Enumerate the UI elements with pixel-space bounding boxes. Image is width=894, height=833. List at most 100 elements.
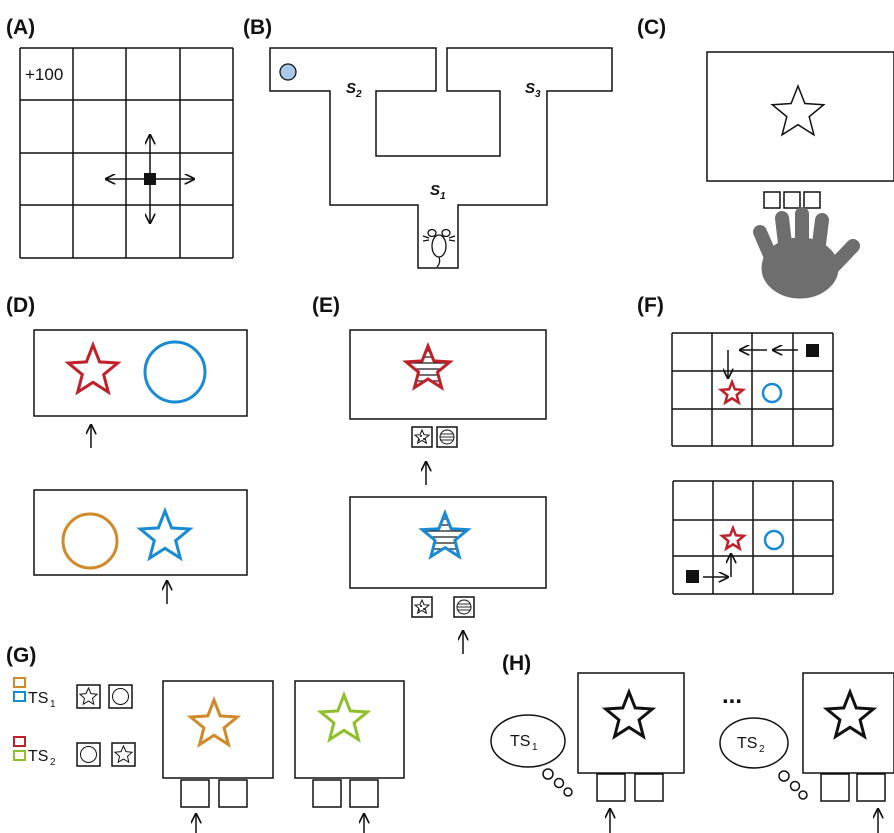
response-key-icon <box>856 773 886 802</box>
response-key-icon <box>820 773 850 802</box>
panel-g-label: (G) <box>6 644 36 667</box>
dotted-star-key-icon <box>411 596 433 618</box>
svg-text:TS: TS <box>28 690 48 707</box>
panel-e: (E) <box>312 294 547 654</box>
green-star-icon <box>316 690 372 743</box>
response-key-icon <box>218 779 248 808</box>
response-key-icon <box>349 779 379 808</box>
panel-c: (C) <box>637 16 894 299</box>
panel-c-label: (C) <box>637 16 666 39</box>
state-1-label: S 1 <box>430 182 446 202</box>
reward-label: +100 <box>25 65 63 84</box>
ts2-circle-key-icon <box>76 742 101 767</box>
orange-swatch-icon <box>13 677 26 688</box>
agent-square-icon <box>806 344 819 357</box>
thought-bubble-icon <box>490 714 573 797</box>
ts1-star-key-icon <box>76 684 101 709</box>
panel-d: (D) <box>6 294 248 604</box>
panel-e-label: (E) <box>312 294 340 317</box>
ellipsis-label: ... <box>722 682 742 709</box>
star-icon <box>770 83 826 137</box>
svg-text:1: 1 <box>50 699 56 710</box>
orange-star-icon <box>186 695 242 748</box>
svg-text:2: 2 <box>355 89 362 100</box>
red-striped-star-icon <box>402 341 454 391</box>
response-key-icon <box>634 773 664 802</box>
panel-a: (A) +100 <box>6 16 234 259</box>
orange-circle-icon <box>61 512 119 570</box>
agent-square-icon <box>144 173 156 185</box>
svg-text:1: 1 <box>532 742 538 753</box>
state-3-label: S 3 <box>525 80 541 100</box>
task-set-1-label: TS 1 <box>28 690 56 710</box>
svg-text:TS: TS <box>737 735 757 752</box>
path-arrows <box>703 554 731 577</box>
screen-frame <box>33 329 248 417</box>
agent-move-arrows <box>106 135 194 223</box>
panel-b-label: (B) <box>243 16 272 39</box>
screen-frame <box>577 672 685 774</box>
screen-frame <box>162 680 274 779</box>
svg-text:TS: TS <box>510 733 530 750</box>
gridworld-grid <box>19 47 234 259</box>
svg-text:2: 2 <box>50 757 56 768</box>
svg-text:TS: TS <box>28 748 48 765</box>
red-star-icon <box>717 378 747 406</box>
dotted-star-key-icon <box>411 426 433 448</box>
blue-swatch-icon <box>13 691 26 702</box>
svg-text:S: S <box>430 182 440 199</box>
svg-text:S: S <box>525 80 535 97</box>
black-star-icon <box>822 687 878 740</box>
red-star-icon <box>718 524 748 552</box>
red-star-icon <box>64 340 122 396</box>
svg-text:S: S <box>346 80 356 97</box>
black-star-icon <box>601 687 657 740</box>
panel-g: (G) TS 1 TS 2 <box>6 644 405 833</box>
response-key-icon <box>763 191 781 209</box>
path-arrows <box>728 350 798 378</box>
blue-circle-icon <box>763 529 785 551</box>
agent-square-icon <box>686 570 699 583</box>
red-swatch-icon <box>13 736 26 747</box>
blue-circle-icon <box>143 340 207 404</box>
svg-text:2: 2 <box>759 744 765 755</box>
task-set-2-label: TS 2 <box>737 735 765 755</box>
green-swatch-icon <box>13 750 26 761</box>
response-key-icon <box>783 191 801 209</box>
blue-star-icon <box>136 506 194 562</box>
screen-frame <box>349 496 547 589</box>
response-key-icon <box>803 191 821 209</box>
mouse-icon <box>422 228 456 268</box>
striped-circle-key-icon <box>436 426 458 448</box>
panel-b: (B) S 2 S 3 S 1 <box>243 16 613 269</box>
panel-f-label: (F) <box>637 294 664 317</box>
screen-frame <box>349 329 547 420</box>
panel-a-label: (A) <box>6 16 35 39</box>
screen-frame <box>294 680 405 779</box>
blue-circle-icon <box>761 382 783 404</box>
panel-h: (H) TS 1 ... TS 2 <box>490 652 894 833</box>
hand-icon <box>753 207 860 299</box>
response-keys <box>763 191 821 209</box>
panel-f: (F) <box>637 294 834 595</box>
thought-bubble-icon <box>719 717 808 800</box>
blue-striped-star-icon <box>418 508 472 560</box>
maze-outline <box>269 47 613 269</box>
striped-circle-key-icon <box>453 596 475 618</box>
task-set-2-label: TS 2 <box>28 748 56 768</box>
svg-text:1: 1 <box>440 191 446 202</box>
screen-frame <box>706 51 894 182</box>
gridworld-grid <box>672 480 834 595</box>
response-key-icon <box>312 779 342 808</box>
state-2-label: S 2 <box>346 80 362 100</box>
panel-d-label: (D) <box>6 294 35 317</box>
response-key-icon <box>596 773 626 802</box>
svg-text:3: 3 <box>535 89 541 100</box>
screen-frame <box>33 489 248 576</box>
gridworld-grid <box>671 332 834 447</box>
goal-circle-icon <box>279 63 297 81</box>
screen-frame <box>802 672 894 774</box>
ts1-circle-key-icon <box>108 684 133 709</box>
task-set-1-label: TS 1 <box>510 733 538 753</box>
